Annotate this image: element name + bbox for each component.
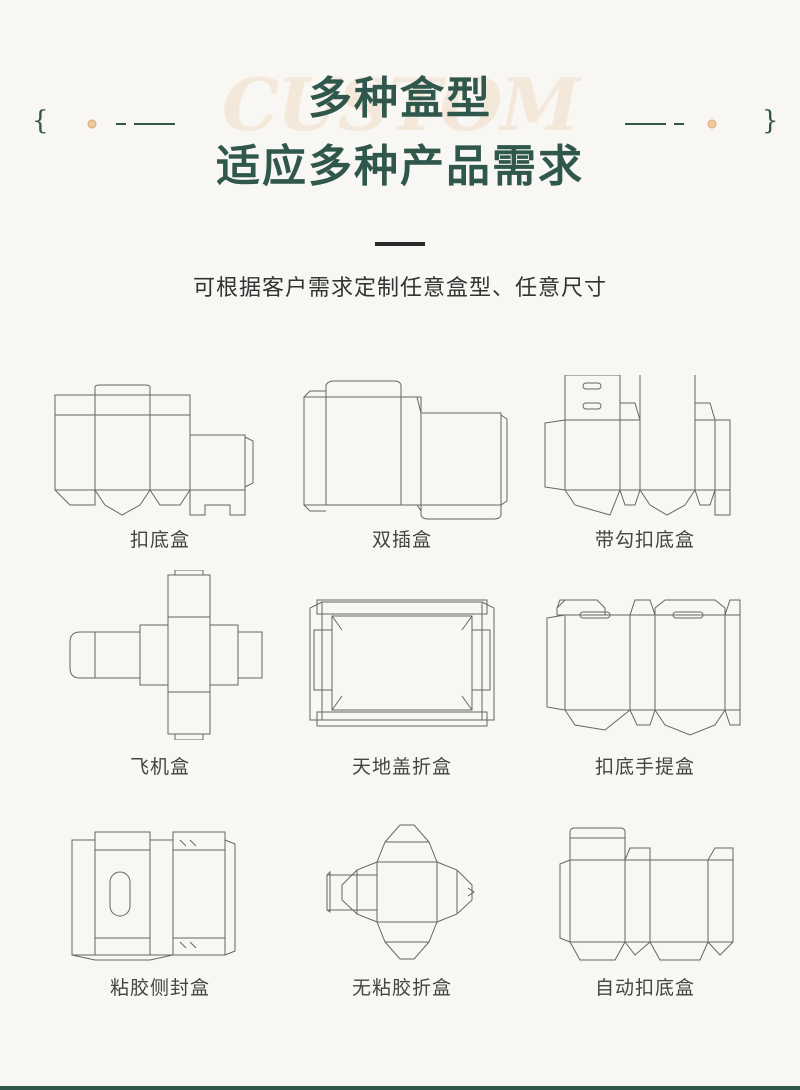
left-decoration-icon [87,119,175,129]
telescope-fold-box-dieline-icon [309,599,495,727]
box-type-card-auto-lock-bottom: 自动扣底盒 [525,820,765,1035]
page-title-line2: 适应多种产品需求 [216,141,584,192]
double-tuck-box-dieline-icon [303,380,508,520]
left-brace: { [32,106,49,136]
box-type-label: 飞机盒 [129,756,190,778]
box-type-label: 天地盖折盒 [351,756,452,778]
box-type-label: 带勾扣底盒 [594,529,695,551]
title-divider [375,242,425,246]
box-type-label: 扣底盒 [129,529,190,551]
box-type-card-snap-bottom: 扣底盒 [40,375,280,590]
watermark-text: CUSTOM [221,62,580,147]
box-type-card-airplane: 飞机盒 [40,570,280,785]
snap-bottom-handle-box-dieline-icon [546,599,741,736]
right-brace: } [762,106,779,136]
snap-bottom-box-dieline-icon [54,384,254,516]
no-glue-fold-box-dieline-icon [326,824,475,960]
box-type-label: 粘胶侧封盒 [109,977,210,999]
box-type-card-no-glue-fold: 无粘胶折盒 [282,820,522,1035]
box-type-card-glued-side: 粘胶侧封盒 [40,820,280,1035]
box-type-label: 自动扣底盒 [594,977,695,999]
box-type-card-telescope-fold: 天地盖折盒 [282,570,522,785]
page-subtitle: 可根据客户需求定制任意盒型、任意尺寸 [192,276,607,301]
auto-lock-bottom-box-dieline-icon [559,827,734,961]
hook-snap-bottom-box-dieline-icon [544,375,731,516]
box-type-card-double-tuck: 双插盒 [282,375,522,590]
box-type-card-snap-bottom-handle: 扣底手提盒 [525,570,765,785]
box-type-card-hook-snap-bottom: 带勾扣底盒 [525,375,765,590]
glued-side-box-dieline-icon [71,831,236,961]
bottom-accent-bar [0,1086,800,1090]
page-title-line1: 多种盒型 [308,73,492,124]
airplane-box-dieline-icon [69,570,263,740]
box-type-label: 扣底手提盒 [594,756,695,778]
box-type-label: 双插盒 [371,529,432,551]
box-type-label: 无粘胶折盒 [351,977,452,999]
right-decoration-icon [625,119,717,129]
